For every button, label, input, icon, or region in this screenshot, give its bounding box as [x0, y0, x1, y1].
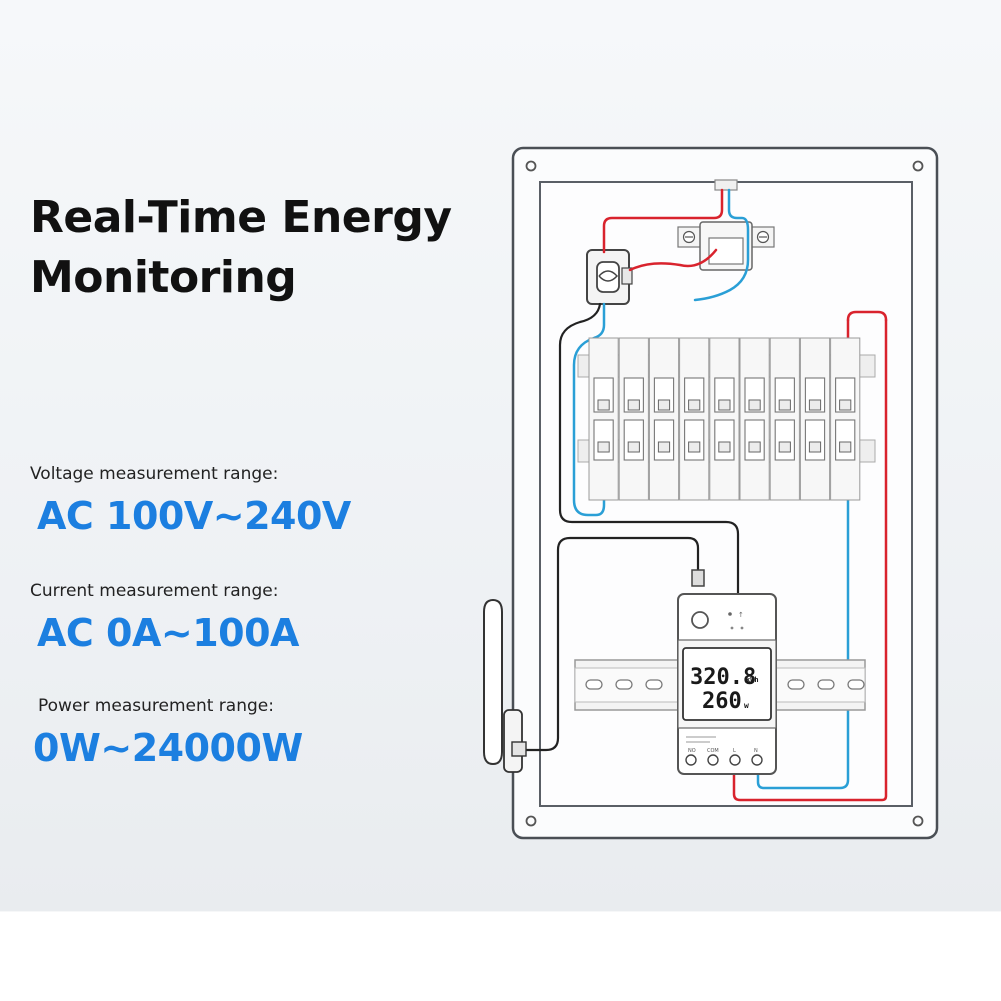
circuit-breaker — [799, 337, 831, 501]
live-wire-feed — [602, 188, 724, 254]
breaker-toggle — [748, 441, 761, 453]
power-reading: 260 — [702, 689, 742, 714]
energy-reading: 320.8 — [690, 665, 756, 690]
antenna-cable — [520, 536, 700, 752]
breaker-toggle — [627, 441, 640, 453]
wires — [520, 188, 888, 802]
neutral-wire-feed — [693, 188, 750, 302]
breaker-toggle — [718, 441, 731, 453]
current-range-label: Current measurement range: — [30, 581, 279, 601]
breaker-toggle — [657, 399, 671, 411]
circuit-breaker — [679, 337, 710, 501]
energy-meter: ↑ 320.8 kWh 260 w NO COM L N — [677, 593, 777, 775]
headline: Real-Time Energy Monitoring — [30, 188, 452, 308]
circuit-breaker — [830, 337, 861, 501]
breaker-toggle — [808, 441, 822, 453]
status-led-icon — [728, 612, 732, 616]
meter-terminals — [685, 754, 763, 766]
meter-button[interactable] — [691, 611, 709, 629]
current-clamp — [586, 249, 633, 305]
energy-unit: kWh — [746, 676, 759, 684]
breaker-toggle — [597, 399, 610, 411]
live-wire-load — [732, 318, 888, 802]
power-unit: w — [744, 701, 749, 710]
corner-screws — [525, 160, 924, 827]
antenna-connector — [691, 569, 705, 587]
breaker-toggle — [808, 399, 822, 411]
current-range-value: AC 0A~100A — [37, 611, 299, 655]
cable-entry — [714, 179, 738, 191]
power-range-value: 0W~24000W — [33, 726, 303, 770]
breaker-toggle — [688, 441, 701, 453]
circuit-breaker-row — [588, 337, 861, 501]
headline-line-1: Real-Time Energy — [30, 192, 452, 243]
voltage-range-label: Voltage measurement range: — [30, 464, 279, 484]
breaker-toggle — [688, 399, 701, 411]
breaker-toggle — [839, 399, 852, 411]
terminal-label-com: COM — [707, 748, 719, 754]
breaker-toggle — [627, 399, 640, 411]
terminal-label-n: N — [754, 748, 758, 754]
circuit-breaker — [709, 337, 740, 501]
terminal-label-no: NO — [688, 748, 696, 754]
breaker-toggle — [778, 399, 791, 411]
power-range-label: Power measurement range: — [38, 696, 274, 716]
circuit-breaker — [739, 337, 770, 501]
breaker-toggle — [839, 441, 852, 453]
meter-lcd — [682, 647, 772, 721]
wifi-antenna — [483, 598, 527, 773]
breaker-toggle — [748, 399, 761, 411]
neutral-wire-load — [756, 478, 850, 790]
breaker-toggle — [657, 441, 671, 453]
circuit-breaker — [769, 337, 800, 501]
circuit-breaker — [618, 337, 649, 501]
circuit-breaker — [588, 337, 619, 501]
incoming-terminal-block — [677, 221, 775, 271]
wifi-led-icon: ↑ — [738, 611, 744, 619]
circuit-breaker — [648, 337, 680, 501]
headline-line-2: Monitoring — [30, 252, 297, 303]
terminal-label-l: L — [733, 748, 736, 754]
breaker-toggle — [597, 441, 610, 453]
breaker-toggle — [778, 441, 791, 453]
voltage-range-value: AC 100V~240V — [37, 494, 351, 538]
breaker-toggle — [718, 399, 731, 411]
